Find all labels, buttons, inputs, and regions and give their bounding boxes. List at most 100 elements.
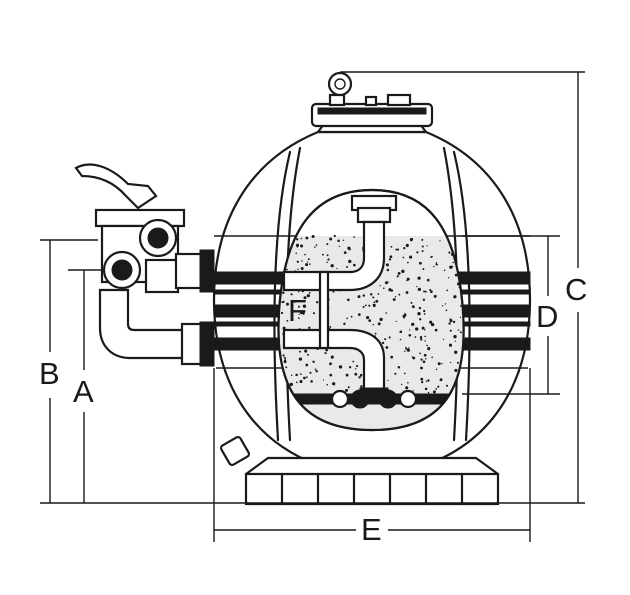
sand-grain	[433, 294, 437, 298]
sand-grain	[405, 346, 407, 348]
sand-grain	[422, 298, 426, 301]
sand-grain	[379, 285, 381, 287]
sand-grain	[377, 322, 381, 326]
sand-grain	[465, 335, 468, 338]
sand-grain	[420, 366, 423, 370]
sand-grain	[411, 305, 415, 309]
sand-grain	[326, 261, 328, 264]
sand-grain	[360, 385, 363, 388]
sand-grain	[374, 332, 377, 335]
sand-grain	[444, 303, 447, 305]
sand-grain	[332, 290, 335, 293]
tank-base	[244, 456, 500, 506]
sand-grain	[424, 340, 426, 342]
sand-grain	[420, 358, 423, 361]
sand-grain	[290, 374, 293, 376]
sand-grain	[421, 250, 424, 253]
sand-grain	[295, 373, 298, 377]
sand-grain	[383, 287, 385, 289]
sand-grain	[424, 328, 426, 331]
sand-grain	[460, 380, 464, 384]
sand-grain	[283, 356, 287, 360]
sand-grain	[362, 294, 365, 297]
sand-grain	[283, 360, 287, 364]
sand-grain	[414, 336, 417, 338]
sand-grain	[426, 278, 430, 282]
sand-grain	[286, 302, 289, 306]
sand-grain	[281, 266, 284, 270]
sand-grain	[398, 293, 401, 296]
sand-grain	[423, 309, 426, 313]
sand-grain	[389, 255, 393, 259]
sand-grain	[424, 335, 427, 338]
sand-grain	[417, 287, 422, 292]
sand-grain	[329, 237, 333, 241]
sand-grain	[362, 305, 365, 309]
sand-grain	[454, 273, 458, 277]
sand-grain	[430, 322, 435, 327]
sand-grain	[453, 295, 457, 299]
sand-grain	[459, 316, 462, 318]
sand-grain	[397, 271, 401, 275]
sand-grain	[405, 386, 409, 390]
dimension-label-a: A	[73, 374, 94, 409]
sand-grain	[442, 305, 444, 307]
sand-grain	[448, 343, 453, 347]
sand-grain	[289, 382, 293, 387]
sand-grain	[448, 251, 451, 254]
top-lid	[310, 71, 434, 134]
sand-grain	[410, 301, 413, 304]
sand-grain	[397, 366, 401, 369]
sand-grain	[305, 236, 309, 240]
sand-grain	[338, 365, 343, 369]
sand-grain	[355, 368, 357, 370]
sand-grain	[375, 299, 379, 303]
sand-grain	[350, 315, 353, 318]
sand-grain	[329, 325, 332, 328]
sand-grain	[452, 320, 456, 324]
sand-grain	[405, 291, 409, 294]
sand-grain	[394, 372, 397, 375]
sand-grain	[315, 300, 319, 304]
sand-grain	[427, 347, 431, 351]
sand-grain	[384, 338, 387, 341]
sand-grain	[416, 285, 418, 288]
sand-grain	[457, 329, 460, 331]
sand-grain	[297, 317, 300, 319]
sand-grain	[432, 390, 436, 394]
sand-grain	[330, 264, 334, 268]
sand-grain	[456, 361, 460, 364]
sand-grain	[314, 368, 317, 371]
sand-grain	[299, 373, 302, 375]
sand-grain	[295, 381, 298, 384]
sand-grain	[359, 373, 363, 377]
f-dimension-bracket	[318, 270, 330, 350]
sand-grain	[322, 253, 324, 256]
sand-grain	[419, 318, 422, 321]
sand-grain	[303, 296, 307, 300]
sand-grain	[294, 301, 296, 303]
sand-grain	[304, 349, 308, 353]
sand-grain	[373, 301, 376, 304]
sand-grain	[345, 388, 348, 392]
sand-grain	[307, 258, 310, 261]
sand-grain	[427, 391, 430, 394]
sand-grain	[411, 323, 414, 326]
sand-grain	[358, 376, 361, 379]
sand-grain	[297, 305, 301, 308]
sand-grain	[449, 319, 453, 323]
sand-grain	[343, 322, 346, 326]
sand-grain	[369, 293, 373, 296]
sand-grain	[419, 352, 421, 355]
sand-grain	[442, 338, 445, 341]
sand-grain	[342, 239, 345, 241]
sand-grain	[348, 366, 352, 369]
sand-grain	[397, 248, 400, 251]
sand-grain	[445, 384, 449, 387]
sand-grain	[434, 328, 438, 332]
sand-grain	[388, 288, 392, 292]
sand-grain	[372, 296, 375, 299]
sand-grain	[408, 333, 412, 337]
sand-grain	[426, 344, 428, 347]
